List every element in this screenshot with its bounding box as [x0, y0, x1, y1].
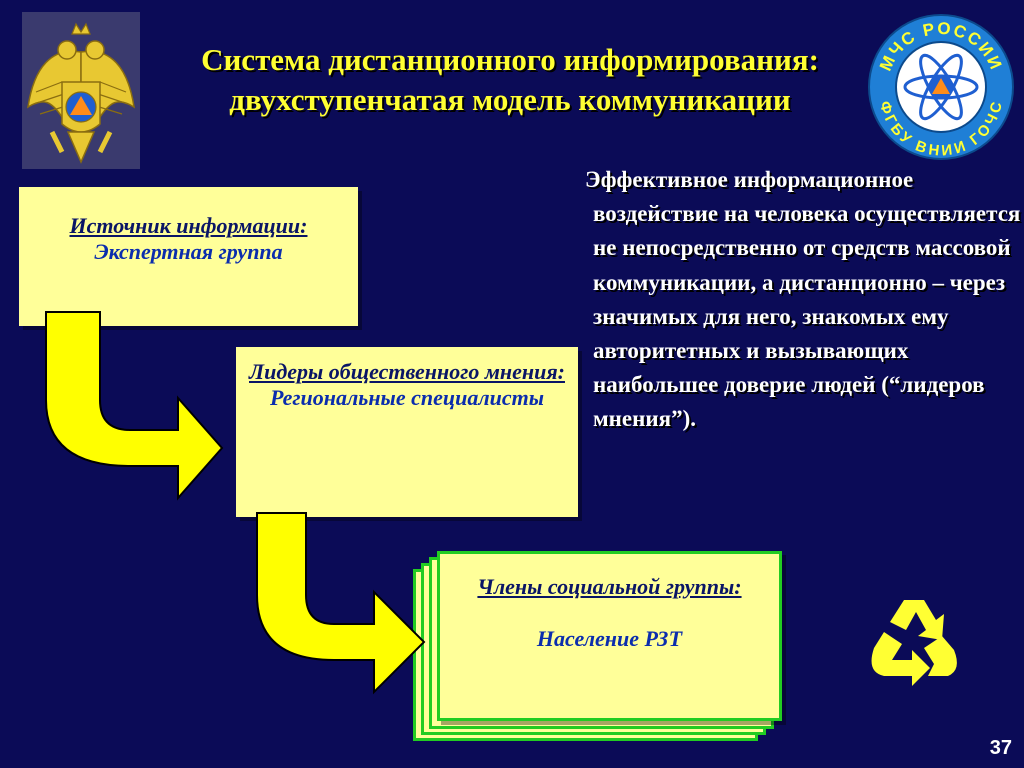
opinion-leaders-heading: Лидеры общественного мнения:	[249, 359, 565, 384]
page-number: 37	[989, 737, 1012, 759]
arrow-2-icon	[256, 512, 426, 695]
recycle-icon	[862, 592, 966, 692]
opinion-leaders-subtitle: Региональные специалисты	[270, 385, 544, 410]
slide-title: Система дистанционного информирования: д…	[150, 40, 870, 120]
title-line-1: Система дистанционного информирования:	[201, 42, 819, 77]
social-group-subtitle: Население РЗТ	[536, 626, 683, 651]
source-subtitle: Экспертная группа	[94, 239, 283, 264]
title-line-2: двухступенчатая модель коммуникации	[229, 82, 791, 117]
mchs-round-logo: МЧС РОССИИ ФГБУ ВНИИ ГОЧС	[866, 12, 1016, 162]
arrow-1-icon	[45, 311, 224, 501]
opinion-leaders-box: Лидеры общественного мнения: Региональны…	[236, 347, 578, 517]
social-group-box: Члены социальной группы: Население РЗТ	[437, 551, 782, 721]
source-box: Источник информации: Экспертная группа	[19, 187, 358, 326]
coat-of-arms-emblem	[22, 12, 140, 169]
source-heading: Источник информации:	[69, 213, 308, 238]
description-text: Эффективное информационное воздействие н…	[585, 167, 1021, 432]
social-group-heading: Члены социальной группы:	[477, 574, 742, 599]
